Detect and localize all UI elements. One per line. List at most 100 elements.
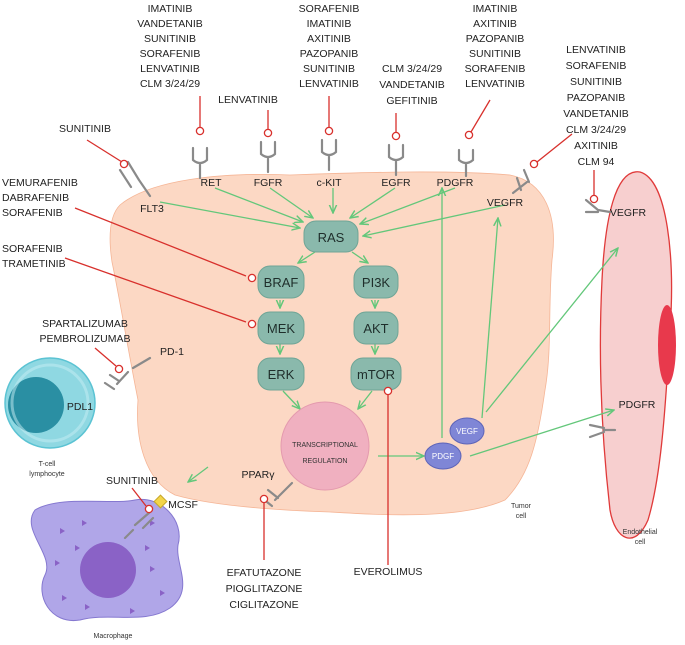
svg-text:IMATINIB: IMATINIB [307, 18, 352, 30]
svg-text:SORAFENIB: SORAFENIB [2, 207, 63, 219]
node-ras: RAS [303, 220, 359, 253]
svg-text:VEGF: VEGF [456, 427, 478, 436]
receptor-ppar: PPARγ [241, 469, 275, 481]
drugs-fgfr: LENVATINIB [218, 94, 278, 106]
receptor-mcsf: MCSF [168, 499, 198, 511]
svg-text:RAS: RAS [318, 230, 345, 245]
svg-text:SORAFENIB: SORAFENIB [566, 60, 627, 72]
node-akt: AKT [353, 311, 399, 345]
svg-text:SUNITINIB: SUNITINIB [469, 48, 521, 60]
svg-text:AXITINIB: AXITINIB [574, 140, 618, 152]
t-cell-nucleus [8, 377, 64, 433]
svg-text:AXITINIB: AXITINIB [307, 33, 351, 45]
svg-text:IMATINIB: IMATINIB [148, 3, 193, 15]
drugs-ret: IMATINIB VANDETANIB SUNITINIB SORAFENIB … [137, 3, 203, 90]
svg-text:CIGLITAZONE: CIGLITAZONE [229, 599, 298, 611]
endothelial-label-1: Endothelial [623, 529, 658, 536]
svg-text:LENVATINIB: LENVATINIB [218, 94, 278, 106]
drugs-pdgfr: IMATINIB AXITINIB PAZOPANIB SUNITINIB SO… [465, 3, 526, 90]
svg-text:LENVATINIB: LENVATINIB [566, 44, 626, 56]
svg-text:VANDETANIB: VANDETANIB [563, 108, 629, 120]
node-braf: BRAF [257, 265, 305, 299]
svg-text:LENVATINIB: LENVATINIB [465, 78, 525, 90]
svg-text:mTOR: mTOR [357, 367, 395, 382]
svg-text:CLM 3/24/29: CLM 3/24/29 [382, 63, 442, 75]
svg-text:AXITINIB: AXITINIB [473, 18, 517, 30]
svg-text:DABRAFENIB: DABRAFENIB [2, 192, 69, 204]
drugs-mcsf: SUNITINIB [106, 475, 158, 487]
receptor-pd1: PD-1 [160, 346, 184, 358]
svg-text:TRAMETINIB: TRAMETINIB [2, 258, 66, 270]
node-mek: MEK [257, 311, 305, 345]
endothelial-nucleus [658, 305, 676, 385]
svg-text:CLM 3/24/29: CLM 3/24/29 [140, 78, 200, 90]
svg-text:SUNITINIB: SUNITINIB [106, 475, 158, 487]
receptor-flt3: FLT3 [140, 203, 164, 215]
pdgf-node [424, 442, 462, 470]
endothelial-pdgfr: PDGFR [619, 399, 656, 411]
svg-text:SORAFENIB: SORAFENIB [299, 3, 360, 15]
endothelial-label-2: cell [635, 539, 646, 546]
svg-text:SUNITINIB: SUNITINIB [59, 123, 111, 135]
drugs-ppar: EFATUTAZONE PIOGLITAZONE CIGLITAZONE [226, 567, 303, 611]
drugs-vegfr: LENVATINIB SORAFENIB SUNITINIB PAZOPANIB… [563, 44, 629, 168]
svg-text:VANDETANIB: VANDETANIB [379, 79, 445, 91]
svg-text:PAZOPANIB: PAZOPANIB [300, 48, 359, 60]
node-mtor: mTOR [350, 357, 402, 391]
svg-text:EVEROLIMUS: EVEROLIMUS [354, 566, 423, 578]
macrophage-granules [55, 520, 165, 614]
svg-text:PIOGLITAZONE: PIOGLITAZONE [226, 583, 303, 595]
drugs-egfr: CLM 3/24/29 VANDETANIB GEFITINIB [379, 63, 445, 107]
svg-text:PDGF: PDGF [432, 452, 454, 461]
svg-text:VEMURAFENIB: VEMURAFENIB [2, 177, 78, 189]
mcsf-diamond [153, 494, 168, 509]
receptor-pdgfr: PDGFR [437, 177, 474, 189]
svg-text:LENVATINIB: LENVATINIB [299, 78, 359, 90]
svg-text:ERK: ERK [268, 367, 295, 382]
vegf-node [449, 417, 485, 445]
receptor-egfr: EGFR [381, 177, 411, 189]
node-pi3k: PI3K [353, 265, 399, 299]
receptor-ckit: c-KIT [316, 177, 342, 189]
svg-text:SORAFENIB: SORAFENIB [2, 243, 63, 255]
tcell-label-2: lymphocyte [29, 471, 65, 478]
inhibitor-heads [114, 126, 599, 514]
drugs-pd1: SPARTALIZUMAB PEMBROLIZUMAB [39, 318, 130, 345]
inhibitor-lines [64, 96, 595, 565]
macrophage-nucleus [80, 542, 136, 598]
svg-text:SORAFENIB: SORAFENIB [140, 48, 201, 60]
svg-text:BRAF: BRAF [264, 275, 299, 290]
endothelial-vegfr: VEGFR [610, 207, 647, 219]
receptor-fgfr: FGFR [254, 177, 283, 189]
svg-text:PAZOPANIB: PAZOPANIB [466, 33, 525, 45]
svg-text:EFATUTAZONE: EFATUTAZONE [227, 567, 302, 579]
svg-text:GEFITINIB: GEFITINIB [386, 95, 437, 107]
tr-label-2: REGULATION [303, 458, 348, 465]
drugs-mek: SORAFENIB TRAMETINIB [2, 243, 66, 270]
svg-text:LENVATINIB: LENVATINIB [140, 63, 200, 75]
svg-text:CLM 94: CLM 94 [578, 156, 615, 168]
svg-text:SUNITINIB: SUNITINIB [144, 33, 196, 45]
svg-text:SORAFENIB: SORAFENIB [465, 63, 526, 75]
svg-text:MEK: MEK [267, 321, 296, 336]
macrophage-label: Macrophage [94, 633, 133, 640]
drugs-braf: VEMURAFENIB DABRAFENIB SORAFENIB [2, 177, 78, 219]
svg-text:PEMBROLIZUMAB: PEMBROLIZUMAB [39, 333, 130, 345]
tumor-label-2: cell [516, 513, 527, 520]
receptor-ret: RET [201, 177, 223, 189]
svg-text:PAZOPANIB: PAZOPANIB [567, 92, 626, 104]
drugs-ckit: SORAFENIB IMATINIB AXITINIB PAZOPANIB SU… [299, 3, 360, 90]
drugs-mtor: EVEROLIMUS [354, 566, 423, 578]
svg-text:AKT: AKT [363, 321, 388, 336]
svg-text:SUNITINIB: SUNITINIB [303, 63, 355, 75]
svg-text:CLM 3/24/29: CLM 3/24/29 [566, 124, 626, 136]
svg-text:SPARTALIZUMAB: SPARTALIZUMAB [42, 318, 128, 330]
drugs-flt3-sunitinib: SUNITINIB [59, 123, 111, 135]
transcriptional-regulation-node [280, 401, 370, 491]
svg-text:VANDETANIB: VANDETANIB [137, 18, 203, 30]
tr-label-1: TRANSCRIPTIONAL [292, 442, 358, 449]
svg-text:PI3K: PI3K [362, 275, 391, 290]
node-erk: ERK [257, 357, 305, 391]
tumor-label-1: Tumor [511, 503, 532, 510]
